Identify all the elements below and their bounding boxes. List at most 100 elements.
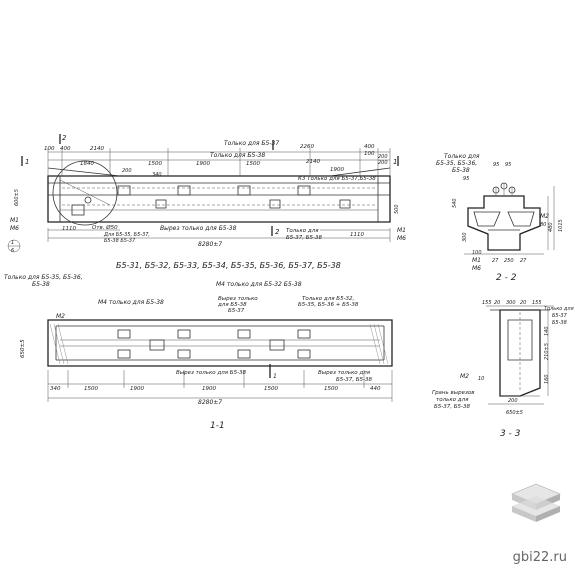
note-hole: Отв. Ø50 xyxy=(92,224,118,231)
callout-top: 1 xyxy=(11,240,14,246)
s22-dim-27a: 27 xyxy=(492,258,499,264)
s22-dim-250: 250 xyxy=(504,258,514,264)
end-hatching xyxy=(49,323,389,365)
section-mark-2-top: 2 xyxy=(62,134,67,142)
plan-dim-1500a: 1500 xyxy=(84,386,98,392)
s33-grain3: Б5-37, Б5-38 xyxy=(434,404,471,410)
s22-dim-95c: 95 xyxy=(463,176,469,182)
s22-dim-300: 300 xyxy=(462,232,468,242)
dim-1110a: 1110 xyxy=(62,226,76,232)
plan-dim-8280: 8280±7 xyxy=(198,399,222,406)
embedded-plates-plan xyxy=(117,329,311,359)
dim-340: 340 xyxy=(152,172,162,178)
s33-dim-300: 300 xyxy=(506,300,516,306)
dim-100: 100 xyxy=(44,146,55,152)
s33-note3: Б5-38 xyxy=(552,320,567,326)
s33-dim-20b: 20 xyxy=(520,300,526,306)
dim-1840: 1840 xyxy=(80,161,94,167)
dim-8280: 8280±7 xyxy=(198,241,222,248)
s22-m2: М2 xyxy=(540,213,549,220)
note-32b: Б5-35, Б5-36 + Б5-38 xyxy=(298,302,359,308)
plan-dim-1500c: 1500 xyxy=(264,386,278,392)
s33-title: 3 - 3 xyxy=(500,429,521,439)
note-m4: М4 только для Б5-38 xyxy=(98,299,164,306)
s22-dim-27b: 27 xyxy=(520,258,527,264)
dim-1500a: 1500 xyxy=(148,161,162,167)
s33-dim-155a: 155 xyxy=(482,300,492,306)
s33-dim-650: 650±5 xyxy=(506,410,523,416)
s22-dim-100: 100 xyxy=(472,250,482,256)
s22-dim-540: 540 xyxy=(452,198,458,208)
dim-200b: 200 xyxy=(378,160,388,166)
s22-note2: Б5-35, Б5-36, xyxy=(436,160,477,167)
note-hole-group-2: Б5-38 Б5-37 xyxy=(104,238,136,244)
note-only-38: Только для Б5-38 xyxy=(210,152,265,159)
plan-dim-1900b: 1900 xyxy=(202,386,216,392)
note-only: Вырез только для xyxy=(318,370,371,376)
section-title-1-1: 1-1 xyxy=(210,421,225,431)
dim-200a: 200 xyxy=(378,154,388,160)
note-cut-b: для Б5-38 xyxy=(217,302,247,308)
s33-dim-10: 10 xyxy=(478,376,484,382)
note-only-33: Вырез только для Б5-38 xyxy=(176,370,247,376)
note-m4b: М4 только для Б5-32 Б5-38 xyxy=(216,281,302,288)
s33-note2: Б5-37 xyxy=(552,313,568,319)
s33-dim-20a: 20 xyxy=(494,300,500,306)
dim-2140: 2140 xyxy=(90,146,104,152)
note-cut-38: Вырез только для Б5-38 xyxy=(160,225,237,232)
s22-dim-95a: 95 xyxy=(493,162,499,168)
note-only-b: Б5-37, Б5-38 xyxy=(336,377,373,383)
note-hole-group: Для Б5-35, Б5-37, xyxy=(103,232,150,238)
plan-dim-1900a: 1900 xyxy=(130,386,144,392)
note-k3: К3 Только для Б5-37,Б5-38 xyxy=(298,176,376,182)
s33-dim-155b: 155 xyxy=(532,300,542,306)
callout-bottom: 6 xyxy=(11,248,14,254)
dim-2140b: 2140 xyxy=(306,159,320,165)
site-url: gbi22.ru xyxy=(512,550,567,565)
s22-m6: М6 xyxy=(472,265,481,272)
dim-500: 500 xyxy=(394,204,400,214)
site-logo-icon xyxy=(510,483,562,522)
s33-m2: М2 xyxy=(460,373,469,380)
note-cut: Вырез только xyxy=(218,296,258,302)
mark-m6-left: М6 xyxy=(10,225,19,232)
detail-callout-circle xyxy=(52,160,118,226)
note-cut-c: Б5-37 xyxy=(228,308,245,314)
plan-view: Только для Б5-35, Б5-36, Б5-38 М2 М4 тол… xyxy=(4,274,393,431)
dim-100b: 100 xyxy=(364,151,375,157)
plan-dim-340: 340 xyxy=(50,386,61,392)
dim-1500b: 1500 xyxy=(246,161,260,167)
plan-dim-1500d: 1500 xyxy=(324,386,338,392)
mark-m1-right: М1 xyxy=(397,227,406,234)
series-label: Б5-31, Б5-32, Б5-33, Б5-34, Б5-35, Б5-36… xyxy=(116,261,341,270)
s22-title: 2 - 2 xyxy=(496,273,517,283)
dim-1900b: 1900 xyxy=(330,167,344,173)
note-35: Только для Б5-35, Б5-36, xyxy=(4,274,83,281)
s33-dim-160: 160 xyxy=(544,374,550,384)
section-mark-2-bottom: 2 xyxy=(275,228,280,236)
s33-dim-140: 140 xyxy=(544,326,550,336)
s22-note: Только для xyxy=(444,153,480,160)
s22-dim-1015: 1015 xyxy=(558,219,564,232)
s33-dim-210: 210±5 xyxy=(544,343,550,360)
s22-dim-80: 80 xyxy=(540,222,546,228)
s22-dim-95b: 95 xyxy=(505,162,511,168)
mark-m6-right: М6 xyxy=(397,235,406,242)
plan-dim-440: 440 xyxy=(370,386,381,392)
s22-m1: М1 xyxy=(472,257,481,264)
dim-400: 400 xyxy=(60,146,71,152)
section-mark-1-left: 1 xyxy=(25,158,29,166)
mark-m1-left: М1 xyxy=(10,217,19,224)
dim-600: 600±5 xyxy=(14,189,20,206)
s33-dim-200: 200 xyxy=(508,398,518,404)
section-mark-1-right: 1 xyxy=(393,158,397,166)
dim-2260: 2260 xyxy=(300,144,314,150)
s33-grain: Грань вырезов xyxy=(432,390,475,396)
section-3-3: 155 20 300 20 155 Только для Б5-37 Б5-38… xyxy=(432,300,574,439)
s22-dim-480: 480 xyxy=(548,222,554,232)
s33-note: Только для xyxy=(544,306,574,312)
dim-side-650: 650±5 xyxy=(20,339,26,358)
dim-1110b: 1110 xyxy=(350,232,364,238)
note-only-37-38: Только для xyxy=(286,228,319,234)
note-only-37: Только для Б5-37 xyxy=(224,140,279,147)
